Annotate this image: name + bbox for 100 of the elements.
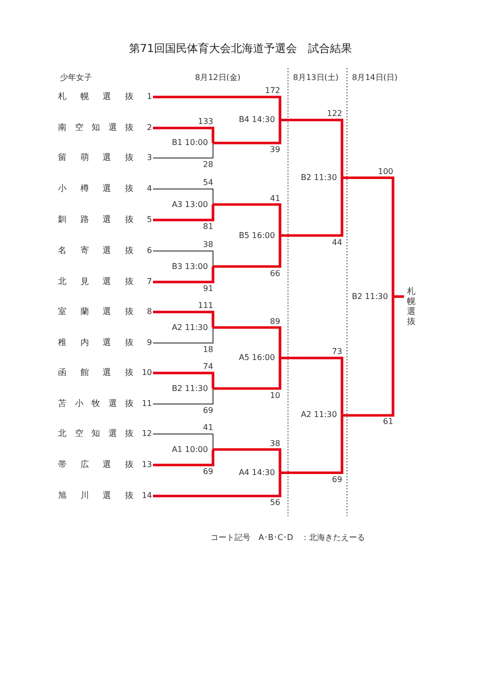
date-header: 8月12日(金) xyxy=(195,72,241,83)
score-label: 61 xyxy=(382,417,394,426)
score-label: 10 xyxy=(269,390,282,400)
score-label: 91 xyxy=(202,284,214,293)
team-number: 10 xyxy=(142,367,152,379)
team-name: 釧路選抜 xyxy=(58,214,134,226)
score-label: 69 xyxy=(202,467,214,476)
bracket-line xyxy=(153,450,214,466)
team-name: 稚内選抜 xyxy=(58,337,134,349)
date-header: 8月14日(日) xyxy=(352,72,398,83)
bracket-line xyxy=(213,203,282,236)
score-label: 41 xyxy=(202,423,214,432)
team-name: 旭川選抜 xyxy=(58,490,134,502)
team-number: 3 xyxy=(146,152,152,164)
bracket-line xyxy=(213,326,282,358)
team-name: 札幌選抜 xyxy=(58,91,134,103)
match-label: A2 11:30 xyxy=(300,409,337,422)
team-number: 13 xyxy=(142,459,152,471)
bracket-line xyxy=(213,448,282,473)
title: 第71回国民体育大会北海道予選会 試合結果 xyxy=(128,41,353,56)
bracket-line xyxy=(152,142,214,158)
score-label: 69 xyxy=(331,474,344,484)
team-number: 14 xyxy=(142,490,152,502)
footnote: コート記号 A･B･C･D ：北海きたえーる xyxy=(210,532,366,543)
team-number: 2 xyxy=(146,122,152,134)
team-number: 11 xyxy=(142,398,152,410)
bracket-line xyxy=(153,472,282,498)
date-header: 8月13日(土) xyxy=(293,72,339,83)
team-name: 留萌選抜 xyxy=(58,152,134,164)
match-label: B5 16:00 xyxy=(238,230,275,242)
team-number: 6 xyxy=(146,245,152,257)
bracket-line xyxy=(342,296,394,417)
bracket-line xyxy=(153,372,214,388)
score-label: 44 xyxy=(331,238,344,246)
team-number: 1 xyxy=(146,91,152,103)
score-label: 81 xyxy=(202,222,214,231)
bracket-line xyxy=(280,178,344,237)
bracket-line xyxy=(280,356,344,416)
bracket-line xyxy=(153,204,214,222)
match-label: A5 16:00 xyxy=(238,352,275,364)
score-label: 39 xyxy=(269,145,282,154)
team-name: 苫小牧選抜 xyxy=(58,398,134,410)
score-label: 66 xyxy=(269,268,282,278)
bracket-line xyxy=(152,327,214,344)
match-label: B3 13:00 xyxy=(172,260,208,272)
winner-name: 札幌選抜 xyxy=(407,287,416,327)
score-label: 122 xyxy=(326,109,344,118)
bracket-line xyxy=(280,415,344,474)
score-label: 111 xyxy=(197,301,214,310)
bracket-line xyxy=(280,118,344,178)
score-label: 100 xyxy=(377,166,394,176)
team-number: 7 xyxy=(146,276,152,288)
team-name: 帯広選抜 xyxy=(58,459,134,471)
bracket-line xyxy=(213,358,282,390)
team-number: 12 xyxy=(142,428,152,440)
score-label: 56 xyxy=(269,498,282,507)
bracket-line xyxy=(153,96,282,120)
team-number: 4 xyxy=(146,183,152,195)
bracket-line xyxy=(152,388,214,404)
score-label: 54 xyxy=(202,178,214,187)
score-label: 133 xyxy=(197,117,214,126)
bracket-line xyxy=(153,266,214,284)
score-label: 74 xyxy=(202,362,214,371)
team-number: 5 xyxy=(146,214,152,226)
match-label: A2 11:30 xyxy=(172,322,208,334)
match-label: B4 14:30 xyxy=(238,114,275,126)
team-name: 函館選抜 xyxy=(58,367,134,379)
team-number: 8 xyxy=(146,306,152,318)
bracket-line xyxy=(152,188,214,205)
team-name: 小樽選抜 xyxy=(58,183,134,195)
bracket-line xyxy=(213,236,282,268)
match-label: A4 14:30 xyxy=(238,466,275,479)
match-label: A1 10:00 xyxy=(172,444,208,456)
bracket-line xyxy=(153,126,214,143)
match-label: B2 11:30 xyxy=(172,382,208,394)
team-number: 9 xyxy=(146,337,152,349)
score-label: 69 xyxy=(202,406,214,415)
team-name: 北見選抜 xyxy=(58,276,134,288)
score-label: 73 xyxy=(331,347,344,356)
bracket-line xyxy=(393,295,404,298)
bracket-line xyxy=(152,434,214,450)
team-name: 名寄選抜 xyxy=(58,245,134,257)
category-label: 少年女子 xyxy=(60,72,92,83)
bracket-line xyxy=(342,176,394,297)
team-name: 室蘭選抜 xyxy=(58,306,134,318)
bracket-line xyxy=(153,310,214,328)
score-label: 28 xyxy=(202,160,214,169)
match-label: A3 13:00 xyxy=(172,198,208,210)
match-label: B2 11:30 xyxy=(352,290,388,303)
match-label: B1 10:00 xyxy=(172,137,208,149)
match-label: B2 11:30 xyxy=(300,172,337,184)
bracket-line xyxy=(152,250,214,267)
score-label: 38 xyxy=(269,438,282,448)
team-name: 南空知選抜 xyxy=(58,122,134,134)
score-label: 172 xyxy=(264,86,282,95)
bracket-line xyxy=(213,120,282,144)
team-name: 北空知選抜 xyxy=(58,428,134,440)
score-label: 41 xyxy=(269,194,282,202)
score-label: 38 xyxy=(202,240,214,249)
score-label: 89 xyxy=(269,316,282,326)
